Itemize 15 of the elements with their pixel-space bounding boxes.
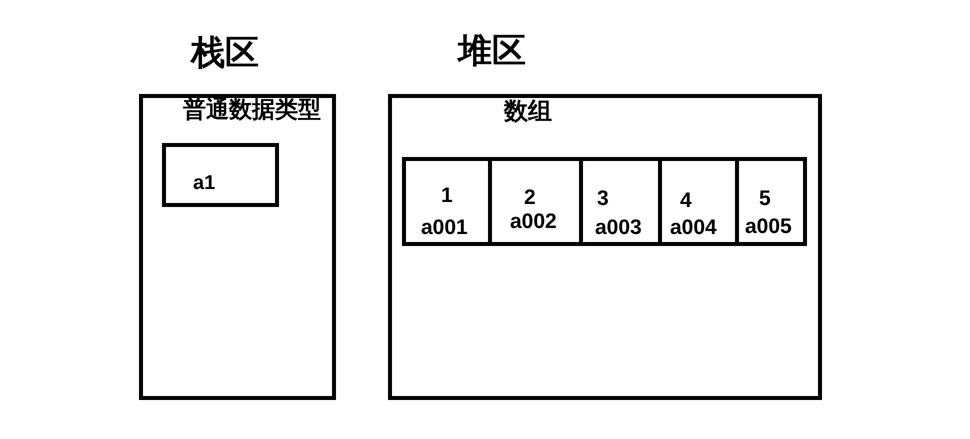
index-number: 3 (597, 188, 609, 209)
address-label: a004 (670, 217, 717, 238)
region-heading: 堆区 (458, 34, 526, 68)
address-label: a005 (745, 216, 792, 237)
index-number: 4 (680, 190, 692, 211)
address-label: a003 (595, 217, 642, 238)
index-number: 2 (524, 187, 536, 208)
region-heading: 栈区 (191, 36, 259, 70)
index-number: 5 (759, 188, 771, 209)
type-heading: 普通数据类型 (183, 98, 321, 121)
variable-name: a1 (193, 173, 216, 193)
address-label: a001 (421, 217, 468, 238)
index-number: 1 (441, 185, 453, 206)
address-label: a002 (510, 211, 557, 232)
array-heading: 数组 (504, 100, 552, 124)
